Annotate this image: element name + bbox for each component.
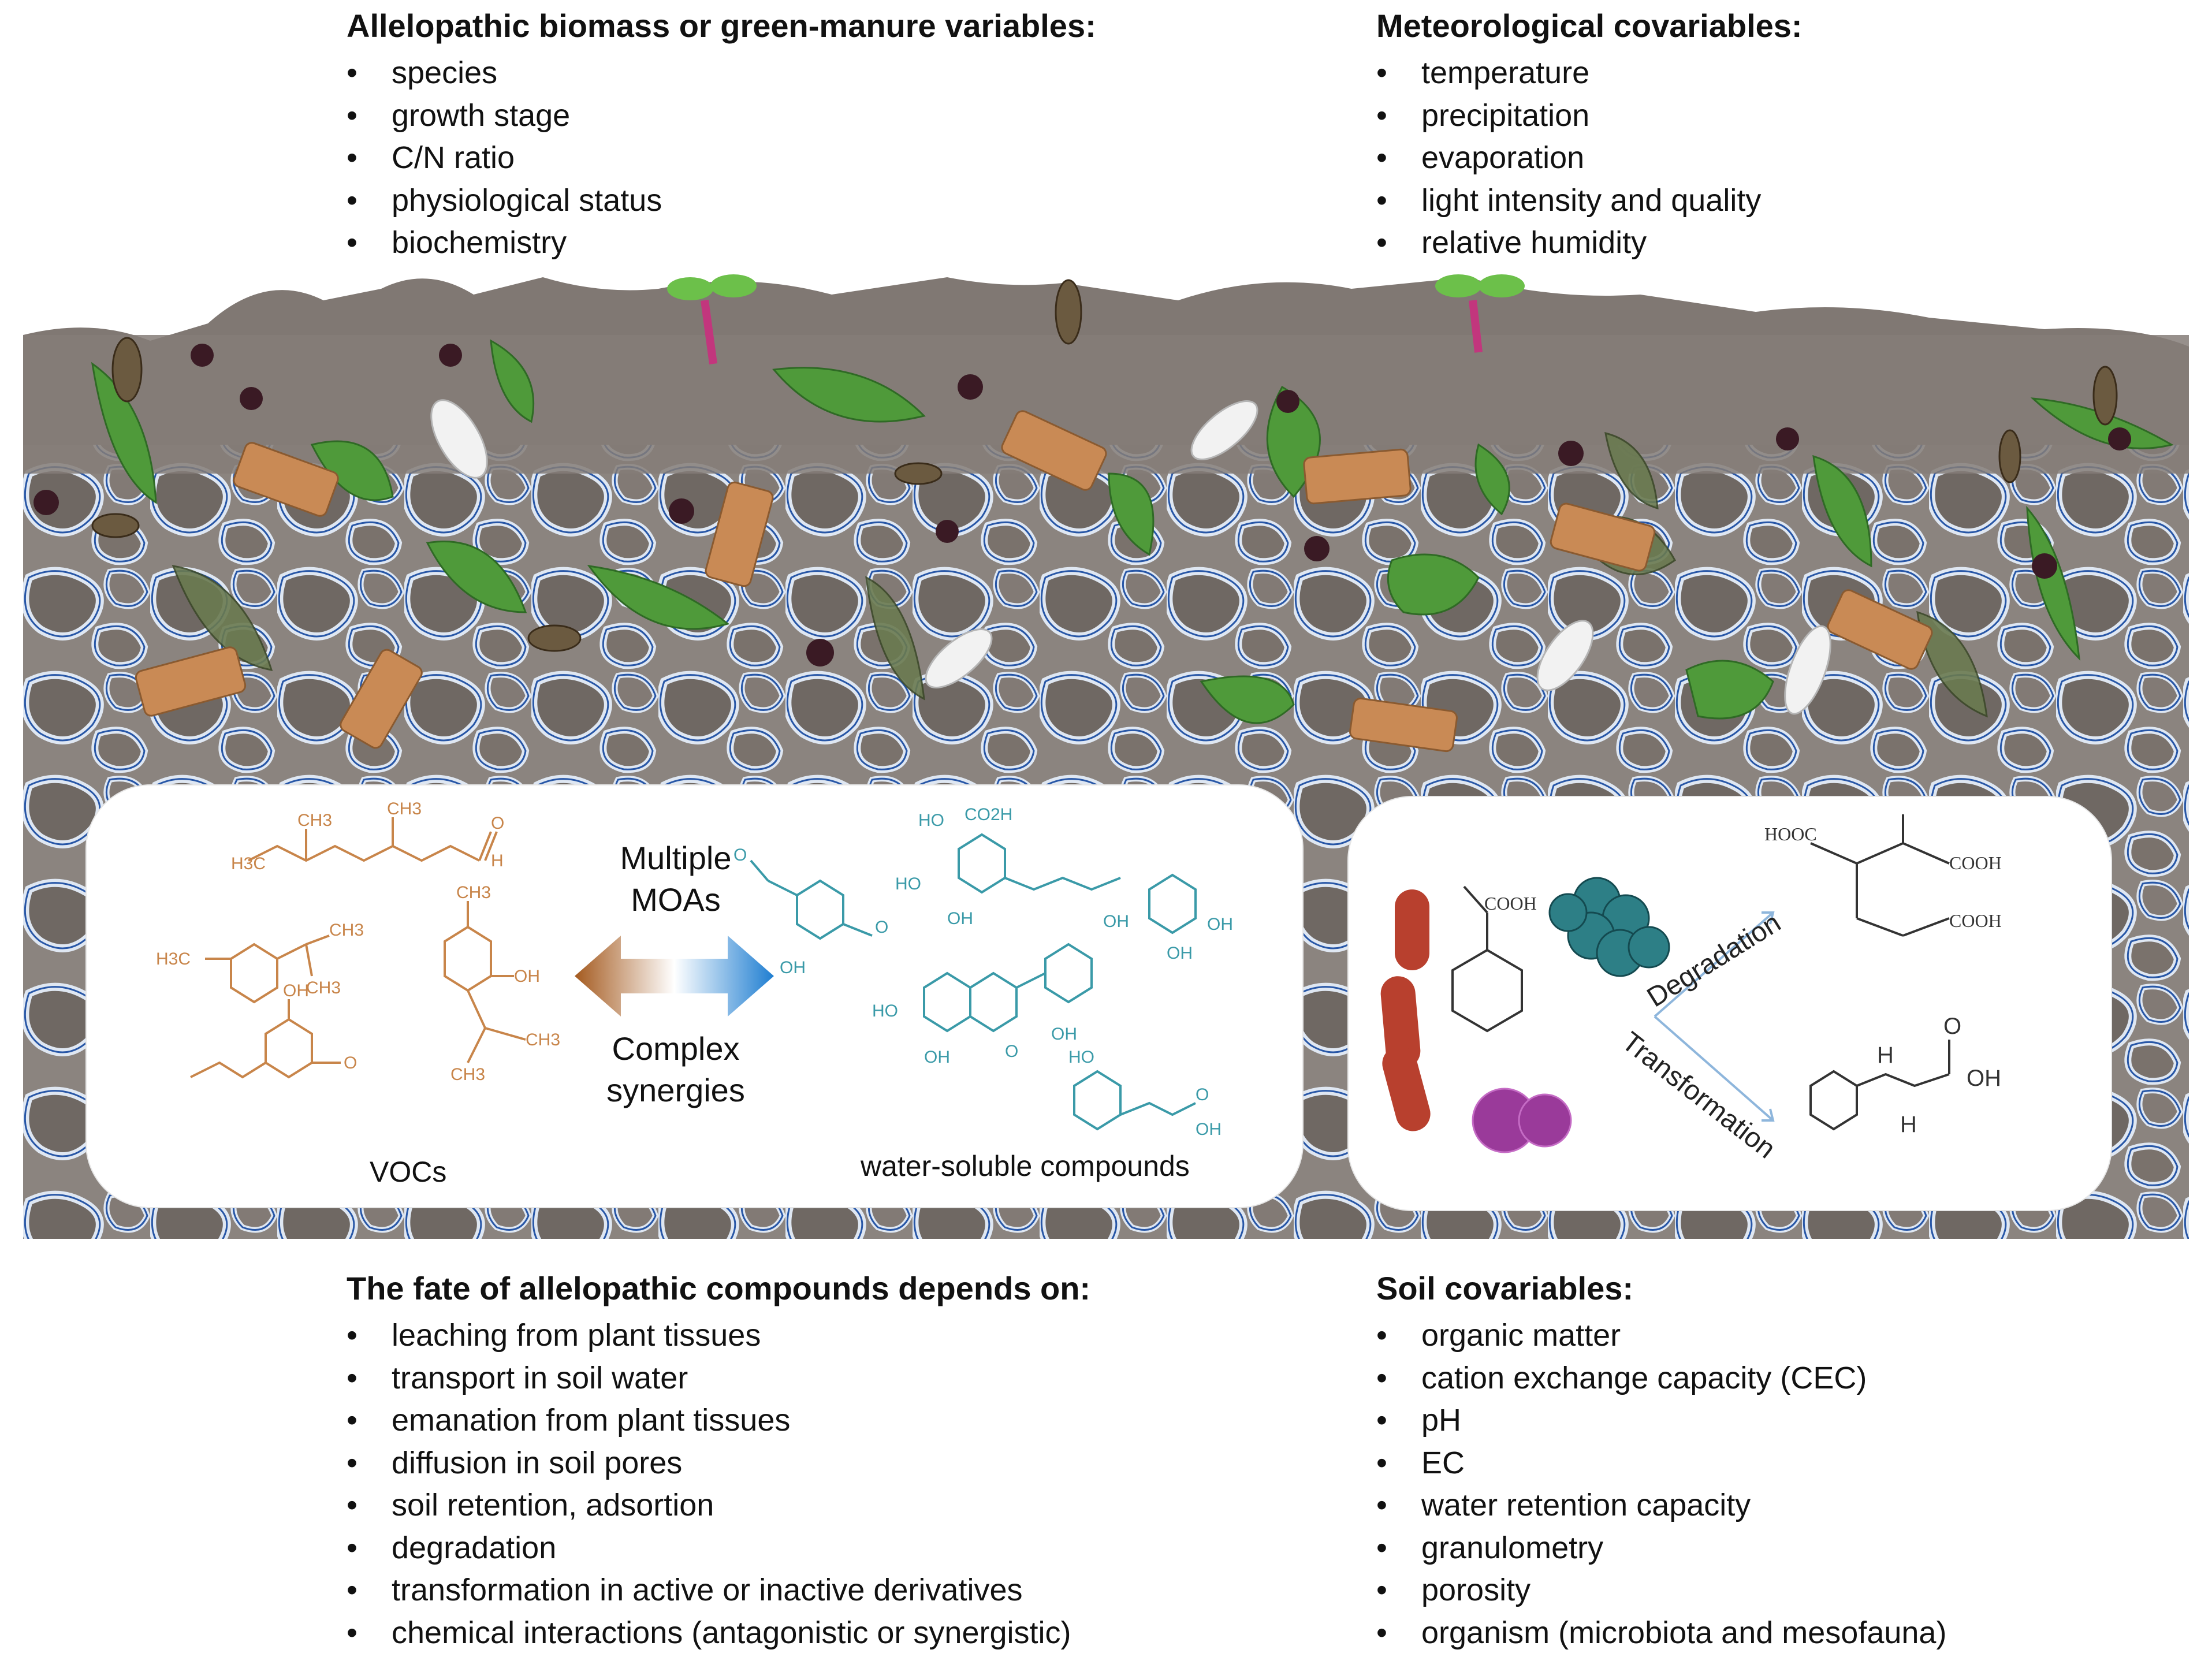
fate-compounds-block: The fate of allelopathic compounds depen…: [347, 1267, 1090, 1654]
water-atom-label: HO: [918, 811, 944, 830]
double-arrow: [575, 936, 774, 1016]
voc-atom-label: CH3: [526, 1030, 560, 1049]
arrow-bottom-label: Complex synergies: [606, 1030, 745, 1108]
list-item: •degradation: [347, 1530, 557, 1565]
water-atom-label: O: [1005, 1042, 1018, 1061]
atom-label: H: [1877, 1042, 1894, 1068]
water-atom-label: OH: [780, 958, 806, 977]
list-item: •leaching from plant tissues: [347, 1318, 761, 1353]
water-atom-label: HO: [895, 874, 921, 893]
voc-atom-label: O: [491, 814, 504, 833]
voc-atom-label: CH3: [456, 883, 491, 902]
list-item: •precipitation: [1376, 98, 1590, 133]
list-item: •transformation in active or inactive de…: [347, 1573, 1023, 1607]
voc-atom-label: H3C: [156, 949, 191, 969]
compounds-panel: CH3 H3C CH3 O H H3C CH3 CH3 CH3 OH CH3 C…: [87, 785, 1302, 1207]
list-item: •evaporation: [1376, 140, 1585, 175]
voc-atom-label: OH: [514, 967, 540, 986]
water-atom-label: OH: [1051, 1025, 1077, 1044]
voc-structures: CH3 H3C CH3 O H H3C CH3 CH3 CH3 OH CH3 C…: [156, 799, 1233, 1139]
voc-atom-label: H3C: [231, 854, 266, 873]
atom-label: COOH: [1484, 893, 1537, 914]
meteo-heading: Meteorological covariables:: [1376, 8, 1803, 44]
list-item: •chemical interactions (antagonistic or …: [347, 1615, 1071, 1650]
list-item: •water retention capacity: [1376, 1488, 1751, 1522]
meteorological-covariables-block: Meteorological covariables: •temperature…: [1376, 5, 1803, 265]
atom-label: OH: [1967, 1066, 2001, 1091]
atom-label: H: [1900, 1112, 1917, 1137]
list-item: •light intensity and quality: [1376, 183, 1762, 218]
voc-atom-label: CH3: [450, 1065, 485, 1084]
list-item: •physiological status: [347, 183, 662, 218]
list-item: •soil retention, adsortion: [347, 1488, 714, 1522]
atom-label: HOOC: [1764, 824, 1817, 844]
vocs-label: VOCs: [370, 1156, 447, 1188]
atom-label: O: [1943, 1014, 1961, 1039]
voc-atom-label: OH: [283, 981, 309, 1000]
voc-atom-label: O: [344, 1053, 357, 1073]
fate-heading: The fate of allelopathic compounds depen…: [347, 1270, 1091, 1306]
atom-label: COOH: [1949, 910, 2002, 931]
transformation-label: Transformation: [1616, 1026, 1781, 1164]
water-atom-label: OH: [924, 1048, 950, 1067]
degradation-diagram: COOH HOOC COOH COOH H O OH H Degradation…: [1380, 814, 2002, 1164]
water-atom-label: OH: [1103, 912, 1129, 931]
voc-atom-label: CH3: [329, 921, 364, 940]
water-atom-label: O: [1196, 1085, 1209, 1104]
voc-atom-label: CH3: [297, 811, 332, 830]
water-atom-label: OH: [947, 909, 973, 928]
soil-covariables-block: Soil covariables: •organic matter •catio…: [1376, 1267, 1946, 1654]
voc-atom-label: CH3: [306, 978, 341, 997]
water-atom-label: HO: [1068, 1048, 1094, 1067]
list-item: •C/N ratio: [347, 140, 515, 175]
water-atom-label: HO: [872, 1001, 898, 1021]
list-item: •temperature: [1376, 55, 1590, 90]
degradation-panel: COOH HOOC COOH COOH H O OH H Degradation…: [1349, 797, 2111, 1210]
water-atom-label: O: [733, 846, 747, 865]
list-item: •relative humidity: [1376, 225, 1647, 260]
soil-heading: Soil covariables:: [1376, 1270, 1634, 1306]
water-atom-label: CO2H: [965, 805, 1012, 824]
atom-label: COOH: [1949, 852, 2002, 873]
biomass-heading: Allelopathic biomass or green-manure var…: [347, 8, 1096, 44]
biomass-variables-block: Allelopathic biomass or green-manure var…: [347, 5, 1096, 265]
voc-atom-label: CH3: [387, 799, 422, 818]
list-item: •diffusion in soil pores: [347, 1445, 683, 1480]
list-item: •transport in soil water: [347, 1360, 688, 1395]
list-item: •biochemistry: [347, 225, 567, 260]
list-item: •organism (microbiota and mesofauna): [1376, 1615, 1947, 1650]
list-item: •porosity: [1376, 1573, 1531, 1607]
list-item: •cation exchange capacity (CEC): [1376, 1360, 1867, 1395]
water-atom-label: O: [875, 918, 888, 937]
list-item: •granulometry: [1376, 1530, 1604, 1565]
arrow-top-label: Multiple MOAs: [620, 840, 732, 918]
water-atom-label: OH: [1207, 915, 1233, 934]
list-item: •organic matter: [1376, 1318, 1621, 1353]
list-item: •EC: [1376, 1445, 1465, 1480]
list-item: •growth stage: [347, 98, 571, 133]
water-soluble-label: water-soluble compounds: [861, 1150, 1190, 1182]
list-item: •species: [347, 55, 498, 90]
water-atom-label: OH: [1196, 1120, 1222, 1139]
list-item: •emanation from plant tissues: [347, 1403, 791, 1438]
list-item: •pH: [1376, 1403, 1462, 1438]
water-atom-label: OH: [1167, 944, 1193, 963]
voc-atom-label: H: [491, 851, 504, 870]
